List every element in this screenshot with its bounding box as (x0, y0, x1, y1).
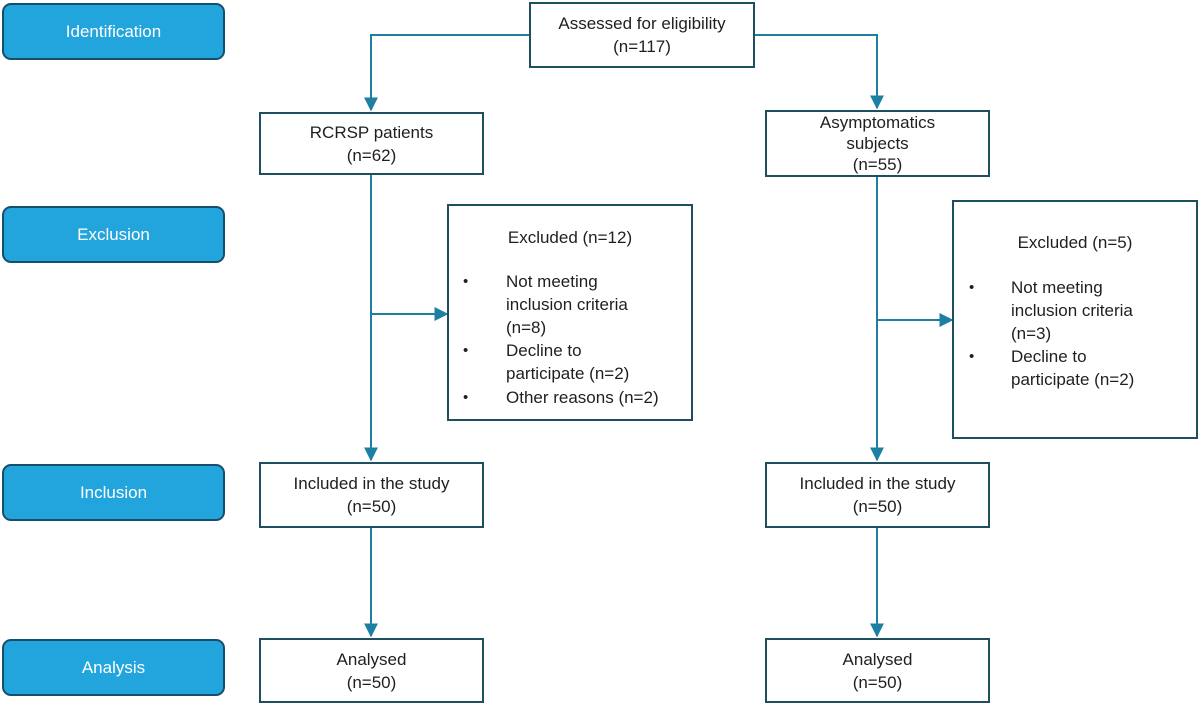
right-excluded-item-2-line-1: Decline to (1011, 347, 1087, 366)
stage-inclusion-label: Inclusion (79, 482, 148, 502)
left-group-box: RCRSP patients (n=62) (259, 112, 484, 175)
left-excluded-title: Excluded (n=12) (507, 228, 633, 247)
right-group-box: Asymptomatics subjects (n=55) (765, 110, 990, 177)
assessed-box: Assessed for eligibility (n=117) (529, 2, 755, 68)
left-excluded-item-1-line-2: inclusion criteria (506, 295, 628, 314)
right-analysed-label: Analysed (842, 649, 913, 669)
arrow-assessed-to-left (364, 34, 529, 112)
right-excluded-box: Excluded (n=5) • Not meeting inclusion c… (952, 200, 1198, 439)
stage-exclusion-label: Exclusion (77, 224, 150, 244)
right-group-label-line1: Asymptomatics (819, 113, 936, 132)
left-analysed-label: Analysed (336, 649, 407, 669)
left-excluded-item-1-line-1: Not meeting (506, 272, 598, 291)
right-excluded-item-1-line-1: Not meeting (1011, 278, 1103, 297)
arrow-assessed-to-right (755, 34, 884, 110)
left-included-count: (n=50) (346, 497, 397, 516)
left-group-count: (n=62) (346, 145, 397, 165)
left-excluded-item-2-line-2: participate (n=2) (506, 364, 630, 383)
right-included-label: Included in the study (799, 474, 956, 493)
stage-inclusion: Inclusion (2, 464, 225, 521)
left-group-label: RCRSP patients (309, 122, 434, 142)
right-group-count: (n=55) (852, 155, 903, 174)
right-group-label-line2: subjects (846, 134, 909, 153)
right-included-count: (n=50) (852, 497, 903, 516)
right-excluded-item-2-line-2: participate (n=2) (1011, 370, 1135, 389)
right-analysed-count: (n=50) (852, 672, 903, 692)
right-excluded-item-1: Not meeting inclusion criteria (n=3) (1011, 276, 1133, 345)
left-excluded-item-2-line-1: Decline to (506, 341, 582, 360)
left-excluded-bullet-1: • (463, 273, 469, 290)
right-excluded-bullet-2: • (969, 348, 975, 365)
left-analysed-box: Analysed (n=50) (259, 638, 484, 703)
assessed-label: Assessed for eligibility (558, 14, 726, 33)
stage-exclusion: Exclusion (2, 206, 225, 263)
right-excluded-item-1-line-3: (n=3) (1011, 324, 1052, 343)
stage-identification-label: Identification (65, 21, 162, 41)
left-excluded-item-1-line-3: (n=8) (506, 318, 547, 337)
stage-identification: Identification (2, 3, 225, 60)
left-excluded-box: Excluded (n=12) • Not meeting inclusion … (447, 204, 693, 421)
left-analysed-count: (n=50) (346, 672, 397, 692)
assessed-count: (n=117) (613, 37, 671, 56)
right-excluded-item-1-line-2: inclusion criteria (1011, 301, 1133, 320)
stage-analysis: Analysis (2, 639, 225, 696)
left-excluded-item-2: Decline to participate (n=2) (506, 339, 629, 385)
left-excluded-item-3: Other reasons (n=2) (506, 386, 659, 409)
left-included-label: Included in the study (293, 474, 450, 493)
right-excluded-bullet-1: • (969, 279, 975, 296)
left-included-box: Included in the study (n=50) (259, 462, 484, 528)
right-excluded-item-2: Decline to participate (n=2) (1011, 345, 1134, 391)
left-excluded-bullet-2: • (463, 342, 469, 359)
right-excluded-title: Excluded (n=5) (1017, 233, 1133, 252)
left-excluded-item-3-line-1: Other reasons (n=2) (506, 388, 659, 407)
right-included-box: Included in the study (n=50) (765, 462, 990, 528)
left-excluded-bullet-3: • (463, 389, 469, 406)
left-excluded-item-1: Not meeting inclusion criteria (n=8) (506, 270, 628, 339)
stage-analysis-label: Analysis (81, 657, 146, 677)
right-analysed-box: Analysed (n=50) (765, 638, 990, 703)
